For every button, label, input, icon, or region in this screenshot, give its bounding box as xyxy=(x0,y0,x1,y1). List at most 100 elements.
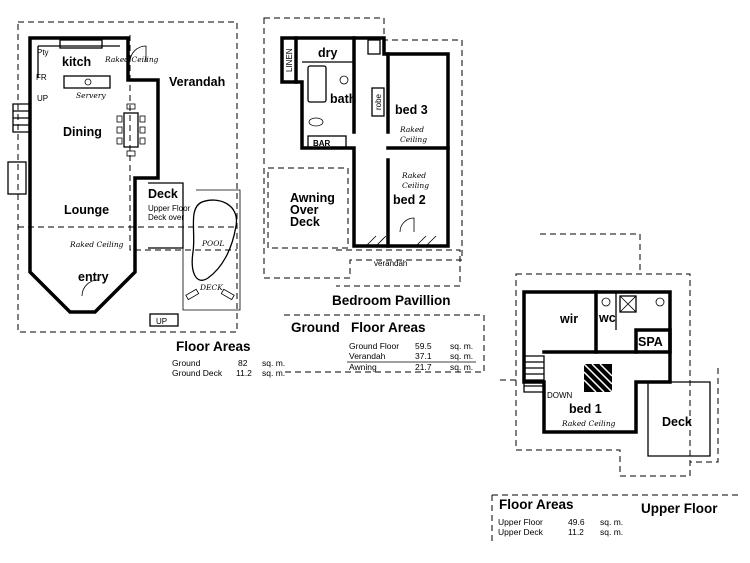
upper-title-frame xyxy=(491,494,738,545)
kitchen-appliances xyxy=(59,39,103,49)
area-row-unit: sq. m. xyxy=(600,527,623,537)
area-row-value: 82 xyxy=(238,358,248,368)
area-row-unit: sq. m. xyxy=(450,362,473,372)
basin-icon-upper xyxy=(655,297,665,307)
area-row-value: 11.2 xyxy=(236,368,252,378)
bed-pattern xyxy=(583,363,613,393)
area-row-label: Awning xyxy=(349,362,377,372)
lounge-raked-ceiling-label: Raked Ceiling xyxy=(69,240,124,249)
servery-counter xyxy=(63,75,111,89)
pool-deck-label: DECK xyxy=(199,283,223,292)
spa-label: SPA xyxy=(638,335,663,349)
upper-floor-plan: wir wc SPA DOWN bed 1 Raked Ceiling Deck xyxy=(500,233,719,477)
bar-counter xyxy=(307,135,347,149)
area-row-unit: sq. m. xyxy=(262,358,285,368)
pool-deck-outline xyxy=(182,186,241,311)
toilet-icon xyxy=(339,75,349,85)
area-row-value: 11.2 xyxy=(568,527,584,537)
ground-floor-areas-title-left: Floor Areas xyxy=(176,339,251,354)
bedroom-pavillion-plan: LINEN dry bath robe bed 3 Raked Ceiling … xyxy=(263,17,463,287)
spa-box xyxy=(634,328,672,354)
upper-deck-outline xyxy=(647,381,711,457)
sun-lounge-icon xyxy=(220,288,235,301)
bed1-raked-ceiling-label: Raked Ceiling xyxy=(561,419,616,428)
fireplace-icon xyxy=(7,161,27,195)
bed3-raked-label-1: Raked xyxy=(399,125,424,134)
chair-icon xyxy=(116,126,123,134)
lounge-label: Lounge xyxy=(64,203,109,217)
dry-label: dry xyxy=(318,46,338,60)
deck-note-upper-floor: Upper Floor xyxy=(148,204,191,213)
upper-floor-title: Upper Floor xyxy=(641,501,718,516)
bed1-label: bed 1 xyxy=(569,402,602,416)
bed2-raked-label-1: Raked xyxy=(401,171,426,180)
pool-outline xyxy=(191,199,237,281)
area-row-label: Ground Deck xyxy=(172,368,223,378)
wir-label: wir xyxy=(559,312,578,326)
upper-edge-lines xyxy=(500,368,719,463)
pool-label: POOL xyxy=(201,239,224,248)
chair-icon xyxy=(139,126,146,134)
dining-table-icon xyxy=(123,112,139,148)
area-row-label: Upper Floor xyxy=(498,517,543,527)
awning-label-2: Over xyxy=(290,203,319,217)
down-label: DOWN xyxy=(547,391,573,400)
verandah-boundary xyxy=(129,35,237,251)
verandah-boundary-mid xyxy=(336,249,461,287)
awning-label-3: Deck xyxy=(290,215,320,229)
area-row-unit: sq. m. xyxy=(262,368,285,378)
upper-walls xyxy=(522,290,672,434)
chair-icon xyxy=(139,115,146,123)
area-row-label: Ground Floor xyxy=(349,341,399,351)
site-boundary-left xyxy=(17,21,238,333)
servery-label: Servery xyxy=(76,91,106,100)
chair-icon xyxy=(139,137,146,145)
entry-door-icon xyxy=(81,279,99,297)
ground-floor-areas-title: Ground Floor Areas xyxy=(291,320,426,335)
bed2-label: bed 2 xyxy=(393,193,426,207)
main-house-walls xyxy=(28,36,160,314)
area-row-value: 37.1 xyxy=(415,351,432,361)
bedroom-pavillion-title: Bedroom Pavillion xyxy=(332,293,451,308)
upper-areas-table: Upper Floor 49.6 sq. m. Upper Deck 11.2 … xyxy=(498,517,623,537)
ground-floor-plan: Pty kitch Raked Ceiling Servery FR UP Di… xyxy=(7,21,241,333)
bed2-door-icon xyxy=(399,217,415,233)
bathtub-icon xyxy=(307,65,327,103)
upper-boundary xyxy=(515,273,691,477)
awning-boundary xyxy=(267,167,349,249)
kitchen-raked-ceiling-label: Raked Ceiling xyxy=(104,55,159,64)
bar-label: BAR xyxy=(313,139,331,148)
dining-label: Dining xyxy=(63,125,102,139)
area-row-value: 21.7 xyxy=(415,362,432,372)
robe-label: robe xyxy=(374,93,383,110)
basin-icon xyxy=(308,117,324,127)
area-row-label: Verandah xyxy=(349,351,386,361)
awning-label-1: Awning xyxy=(290,191,335,205)
area-row-unit: sq. m. xyxy=(600,517,623,527)
linen-label: LINEN xyxy=(285,48,294,72)
up-label-left: UP xyxy=(37,94,48,103)
pavillion-title-frame xyxy=(284,314,485,373)
stairs-down-icon xyxy=(523,355,545,393)
verandah-label-mid: verandah xyxy=(374,259,407,268)
up-stairs-icon xyxy=(149,313,179,327)
verandah-doors-icon xyxy=(365,235,437,247)
pavillion-areas-table: Ground Floor 59.5 sq. m. Verandah 37.1 s… xyxy=(347,341,476,372)
wc-label: wc xyxy=(598,311,616,325)
verandah-label: Verandah xyxy=(169,75,225,89)
bed2-raked-label-2: Ceiling xyxy=(402,181,429,190)
bath-label: bath xyxy=(330,92,356,106)
area-row-unit: sq. m. xyxy=(450,341,473,351)
bed3-label: bed 3 xyxy=(395,103,428,117)
toilet-icon-upper xyxy=(601,297,611,307)
kitchen-bench xyxy=(37,45,120,78)
fridge-label: FR xyxy=(36,73,47,82)
area-row-unit: sq. m. xyxy=(450,351,473,361)
pantry-label: Pty xyxy=(37,48,49,57)
sink-icon xyxy=(84,78,92,86)
sun-lounge-icon xyxy=(185,288,200,301)
entry-label: entry xyxy=(78,270,109,284)
upper-roof-line xyxy=(540,233,641,274)
ground-areas-table: Ground 82 sq. m. Ground Deck 11.2 sq. m. xyxy=(172,358,285,378)
